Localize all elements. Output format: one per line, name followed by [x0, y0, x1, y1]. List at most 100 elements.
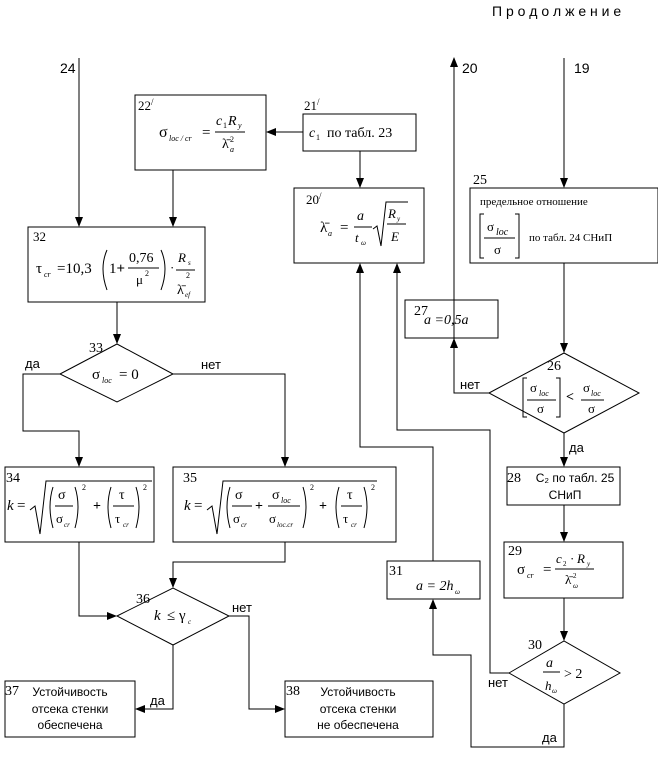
svg-text:c: c	[188, 618, 192, 626]
node-35-k-box: 35 k = σ σ cr + σ loc σ loc.cr 2 + τ τ c…	[172, 466, 397, 543]
connector-24: 24	[60, 60, 76, 76]
svg-text:R: R	[387, 206, 396, 221]
node-number: 34	[6, 471, 20, 486]
arrow-35-to-36	[169, 542, 286, 588]
svg-text:t: t	[355, 230, 359, 245]
svg-text:cr: cr	[527, 571, 535, 580]
label-30-yes: да	[542, 730, 558, 745]
svg-text:2: 2	[371, 483, 375, 492]
node-30-decision: 30 a h ω > 2	[507, 638, 622, 705]
svg-text:ω: ω	[552, 687, 557, 695]
svg-text:τ: τ	[343, 511, 348, 526]
svg-text:2: 2	[310, 483, 314, 492]
svg-text:σ: σ	[272, 488, 280, 503]
svg-text:a: a	[546, 656, 553, 671]
node-number: 25	[473, 173, 487, 188]
node-number: 36	[136, 592, 150, 607]
node-38-line-3: не обеспечена	[317, 718, 399, 732]
svg-text:2: 2	[82, 483, 86, 492]
svg-text:1: 1	[223, 121, 227, 130]
svg-text:21/: 21/	[304, 97, 320, 113]
svg-text:a: a	[328, 229, 332, 238]
svg-text:c: c	[309, 126, 316, 141]
node-number: 32	[33, 229, 46, 244]
svg-text:=: =	[543, 562, 551, 578]
svg-text:+: +	[255, 499, 263, 514]
svg-text:loc: loc	[496, 227, 509, 238]
svg-text:σ: σ	[494, 242, 501, 257]
label-26-yes: да	[569, 440, 585, 455]
connector-20: 20	[462, 60, 478, 76]
svg-text:σ: σ	[517, 562, 525, 578]
svg-text:a: a	[230, 145, 234, 154]
svg-text:R: R	[576, 551, 585, 566]
svg-text:R: R	[177, 250, 186, 265]
node-31-a-2h-box: 31 a = 2h ω	[386, 560, 481, 600]
arrow-30-yes-to-31	[429, 599, 565, 748]
svg-text:λ̄: λ̄	[320, 220, 330, 236]
svg-text:s: s	[188, 259, 191, 267]
node-number: 31	[389, 564, 403, 579]
node-37-line-3: обеспечена	[37, 718, 102, 732]
svg-text:h: h	[545, 678, 552, 693]
svg-text:σ: σ	[530, 380, 537, 395]
svg-text:=: =	[340, 220, 348, 236]
svg-text:2: 2	[573, 572, 577, 580]
node-21-c1-box: 21/ c 1 по табл. 23	[302, 97, 417, 152]
svg-text:E: E	[390, 229, 399, 244]
node-28-line-2: СНиП	[549, 488, 582, 502]
svg-text:2: 2	[143, 483, 147, 492]
node-number: 20	[306, 192, 319, 207]
svg-text:σ: σ	[487, 219, 494, 234]
svg-text:=10,3: =10,3	[57, 261, 92, 277]
node-37-line-1: Устойчивость	[32, 685, 107, 699]
svg-text:loc: loc	[102, 376, 112, 385]
svg-text:σ: σ	[235, 488, 243, 503]
node-number: 28	[507, 471, 521, 486]
svg-text:λ̄: λ̄	[222, 137, 232, 152]
arrow-33-no-to-35	[173, 373, 289, 467]
node-34-k-box: 34 k = σ σ cr 2 + τ τ cr 2	[4, 466, 155, 543]
node-25-limit-ratio-box: 25 предельное отношение σ loc σ по табл.…	[469, 173, 658, 264]
node-number: 26	[547, 359, 561, 374]
svg-text:c: c	[216, 114, 223, 129]
svg-text:τ: τ	[36, 261, 42, 277]
svg-text:ω: ω	[361, 239, 366, 247]
node-number: 22	[138, 98, 151, 113]
node-25-text-1: предельное отношение	[480, 196, 588, 208]
svg-text:≤ γ: ≤ γ	[167, 608, 186, 624]
svg-text:τ: τ	[347, 488, 353, 503]
svg-text:loc.cr: loc.cr	[277, 521, 293, 529]
svg-text:ω: ω	[455, 588, 460, 596]
label-36-no: нет	[232, 600, 252, 615]
node-21-text: по табл. 23	[327, 126, 392, 141]
svg-text:cr: cr	[64, 521, 70, 529]
arrow-36-no-to-38	[229, 615, 285, 713]
svg-text:·: ·	[570, 551, 574, 566]
svg-text:<: <	[566, 390, 574, 405]
svg-text:μ: μ	[136, 272, 143, 287]
svg-text:σ: σ	[56, 511, 63, 526]
arrow-36-yes-to-37	[135, 645, 174, 713]
svg-text:·: ·	[170, 260, 174, 275]
svg-text:cr: cr	[351, 521, 357, 529]
label-33-no: нет	[201, 357, 221, 372]
svg-text:loc: loc	[591, 389, 601, 398]
svg-text:2: 2	[230, 135, 234, 144]
arrow-31-to-20	[356, 263, 434, 561]
node-37-line-2: отсека стенки	[32, 702, 109, 716]
continued-heading: П р о д о л ж е н и е	[492, 3, 621, 19]
node-26-decision: 26 σ loc σ < σ loc σ	[487, 352, 641, 434]
label-30-no: нет	[488, 675, 508, 690]
svg-text:y: y	[237, 121, 242, 130]
arrow-34-to-36	[78, 542, 117, 620]
svg-text:2: 2	[563, 560, 567, 568]
svg-text:y: y	[396, 215, 401, 223]
svg-text:σ: σ	[159, 124, 168, 141]
svg-text:+: +	[319, 499, 327, 514]
svg-text:λ̄: λ̄	[177, 283, 187, 298]
svg-text:σ: σ	[583, 380, 590, 395]
svg-text:20/: 20/	[306, 191, 322, 207]
node-37-stable-box: 37 Устойчивость отсека стенки обеспечена	[4, 680, 136, 738]
